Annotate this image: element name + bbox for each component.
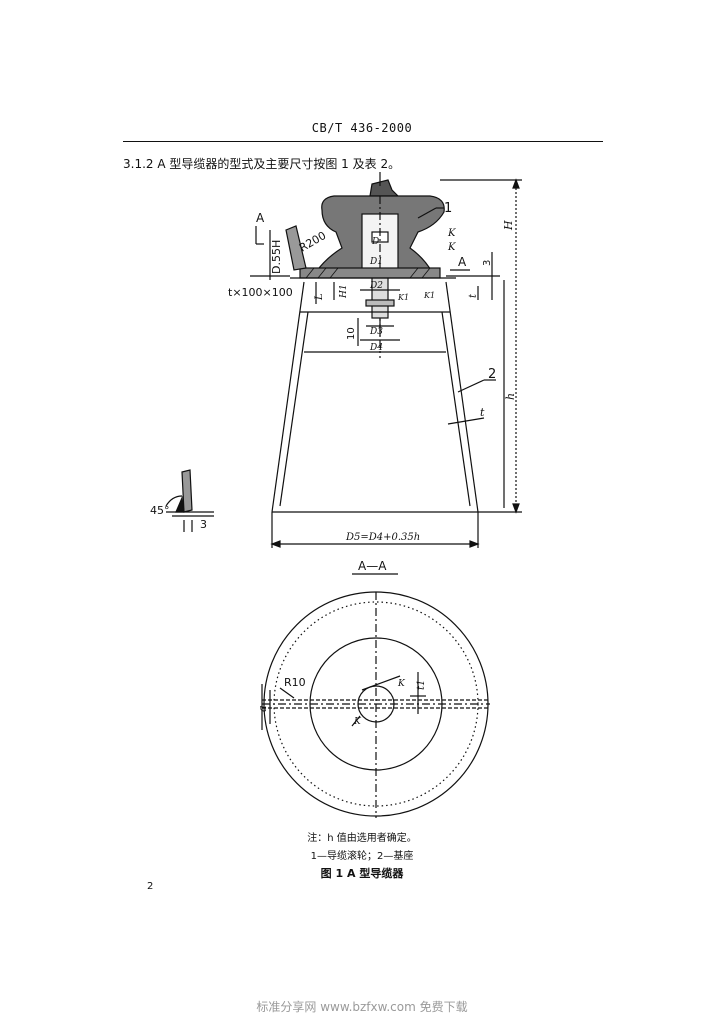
radius-r200-label: R200 xyxy=(297,229,328,255)
section-k-upper-label: K xyxy=(397,679,406,689)
watermark-link[interactable]: 标准分享网 www.bzfxw.com 免费下载 xyxy=(256,1000,468,1014)
dim-d2-label: D2 xyxy=(369,281,383,291)
clause-text: 3.1.2 A 型导缆器的型式及主要尺寸按图 1 及表 2。 xyxy=(123,157,401,171)
dim-h1-label: H1 xyxy=(339,284,349,299)
thickness-label: D.55H xyxy=(270,240,283,274)
dim-d4-label: D4 xyxy=(369,343,383,353)
section-mark-a-right: A xyxy=(458,255,467,269)
weld-detail-plate xyxy=(181,469,193,513)
part-2-label: 2 xyxy=(488,367,496,382)
figure-caption: 图 1 A 型导缆器 xyxy=(320,867,404,880)
dim-d3-label: D3 xyxy=(369,327,383,337)
standard-number-header: CB/T 436-2000 xyxy=(311,121,413,135)
plate-size-label: t×100×100 xyxy=(228,286,293,299)
dim-a-label: a xyxy=(256,705,269,712)
weld-gap-label: 3 xyxy=(200,518,207,531)
dim-k1-mid-label: K1 xyxy=(397,293,409,302)
base-top-plate xyxy=(299,267,441,279)
base-outer-right xyxy=(445,281,479,513)
roller-cap xyxy=(369,179,400,197)
dim-d-label: D xyxy=(371,237,379,247)
dim-3-top-label: 3 xyxy=(482,260,493,266)
dim-k1-right-label: K1 xyxy=(423,291,435,300)
header-rule xyxy=(123,141,603,142)
dim-h-lower-label: h xyxy=(504,393,517,400)
dim-d1-label: D1 xyxy=(369,257,383,267)
dim-10-label: 10 xyxy=(346,327,357,340)
dim-h-upper-label: H xyxy=(502,220,515,231)
radius-r10-label: R10 xyxy=(284,676,306,689)
roller-shaft xyxy=(371,271,389,319)
section-mark-a-upper: A xyxy=(256,211,265,225)
dim-t1-label: t1 xyxy=(416,680,427,690)
dim-t-top-label: t xyxy=(468,293,479,298)
part-1-label: 1 xyxy=(444,201,452,216)
dim-k-upper-label-2: K xyxy=(447,242,456,253)
base-outer-left xyxy=(271,281,305,513)
dim-l-label: L xyxy=(314,293,325,301)
section-k-lower-label: K xyxy=(353,717,362,727)
weld-angle-label: 45° xyxy=(150,504,170,517)
page-number: 2 xyxy=(147,881,154,892)
figure-note: 注：h 值由选用者确定。 xyxy=(307,833,417,844)
dim-k-upper-label: K xyxy=(447,228,456,239)
section-aa-title: A—A xyxy=(358,559,387,573)
figure-legend: 1—导缆滚轮；2—基座 xyxy=(310,851,414,862)
bottom-diameter-label: D5=D4+0.35h xyxy=(345,532,420,543)
dim-t-wall-label: t xyxy=(480,406,485,419)
